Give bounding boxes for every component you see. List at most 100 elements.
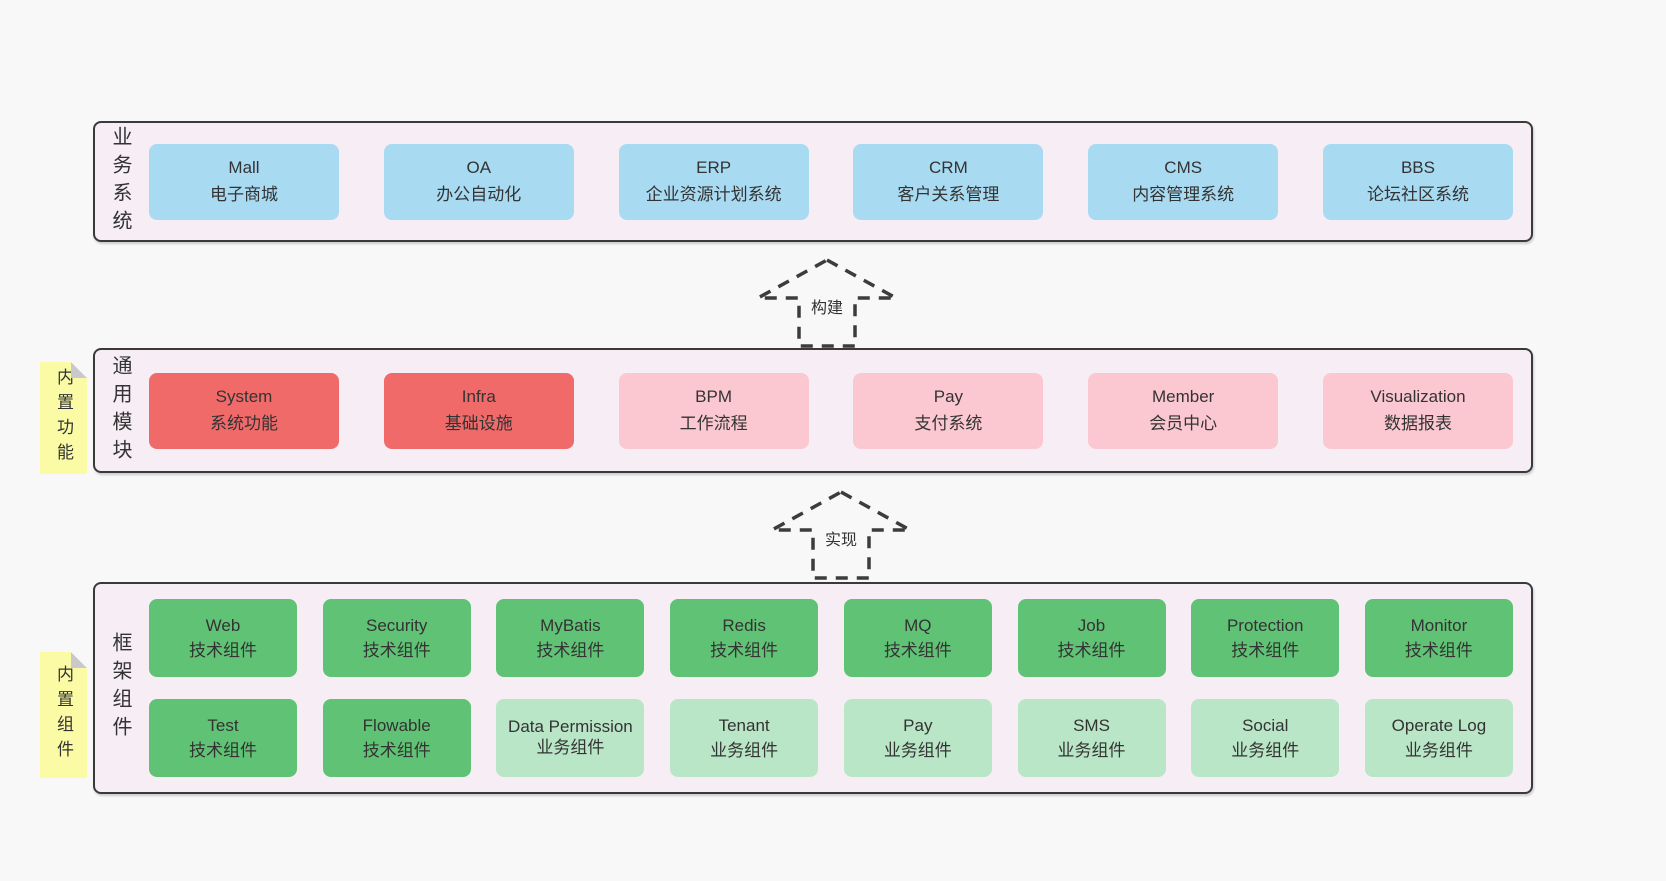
box-title: Tenant — [718, 715, 770, 735]
box-erp: ERP 企业资源计划系统 — [618, 143, 809, 220]
box-job: Job 技术组件 — [1017, 599, 1166, 677]
box-title: SMS — [1073, 715, 1110, 735]
arrow-implement-label: 实现 — [821, 525, 861, 551]
box-subtitle: 论坛社区系统 — [1366, 184, 1469, 204]
box-subtitle: 业务组件 — [536, 738, 605, 757]
box-title: System — [215, 387, 273, 407]
box-pay-biz: Pay 业务组件 — [843, 699, 992, 777]
box-title: Mall — [228, 158, 260, 178]
arrow-implement: 实现 — [766, 489, 916, 581]
layer-framework-components: 框架组件 Web 技术组件 Security 技术组件 MyBatis 技术组件… — [93, 582, 1533, 794]
box-subtitle: 会员中心 — [1149, 413, 1218, 433]
box-title: OA — [466, 158, 492, 178]
arrow-up-icon — [771, 490, 911, 580]
sticky-note-text: 内置功能 — [54, 368, 73, 468]
sticky-note-text: 内置组件 — [54, 665, 73, 765]
box-subtitle: 基础设施 — [444, 413, 513, 433]
box-mybatis: MyBatis 技术组件 — [496, 599, 645, 677]
box-subtitle: 内容管理系统 — [1132, 184, 1235, 204]
box-protection: Protection 技术组件 — [1191, 599, 1340, 677]
box-title: Flowable — [362, 715, 431, 735]
layer-common-modules: 通用模块 System 系统功能 Infra 基础设施 BPM 工作流程 Pay… — [93, 348, 1533, 473]
box-social: Social 业务组件 — [1191, 699, 1340, 777]
box-sms: SMS 业务组件 — [1017, 699, 1166, 777]
box-bbs: BBS 论坛社区系统 — [1322, 143, 1513, 220]
box-subtitle: 业务组件 — [710, 741, 779, 760]
sticky-note-built-in-features: 内置功能 — [40, 362, 87, 474]
box-subtitle: 技术组件 — [189, 641, 257, 660]
layer-label-text: 通用模块 — [109, 354, 131, 467]
box-system: System 系统功能 — [149, 372, 339, 449]
box-subtitle: 技术组件 — [1404, 641, 1473, 660]
box-security: Security 技术组件 — [322, 599, 471, 677]
box-subtitle: 技术组件 — [362, 641, 431, 660]
framework-components-rows: Web 技术组件 Security 技术组件 MyBatis 技术组件 Redi… — [145, 584, 1531, 792]
box-monitor: Monitor 技术组件 — [1364, 599, 1513, 677]
box-visualization: Visualization 数据报表 — [1322, 372, 1513, 449]
framework-components-row-1: Web 技术组件 Security 技术组件 MyBatis 技术组件 Redi… — [149, 599, 1513, 677]
box-title: MQ — [904, 615, 932, 635]
layer-label-business-systems: 业务系统 — [95, 123, 145, 240]
box-subtitle: 业务组件 — [1057, 741, 1126, 760]
box-title: Redis — [722, 615, 766, 635]
box-title: Pay — [903, 715, 933, 735]
box-subtitle: 企业资源计划系统 — [645, 184, 782, 204]
box-title: BPM — [695, 387, 733, 407]
box-title: CMS — [1164, 158, 1203, 178]
box-title: Operate Log — [1391, 715, 1487, 735]
box-subtitle: 系统功能 — [210, 413, 278, 433]
layer-business-systems: 业务系统 Mall 电子商城 OA 办公自动化 ERP 企业资源计划系统 CRM… — [93, 121, 1533, 242]
box-redis: Redis 技术组件 — [670, 599, 819, 677]
box-flowable: Flowable 技术组件 — [322, 699, 471, 777]
layer-label-text: 业务系统 — [109, 125, 131, 238]
box-subtitle: 支付系统 — [914, 413, 983, 433]
box-subtitle: 数据报表 — [1383, 413, 1452, 433]
arrow-up-icon — [757, 258, 897, 348]
box-title: Social — [1242, 715, 1289, 735]
box-cms: CMS 内容管理系统 — [1088, 143, 1279, 220]
box-crm: CRM 客户关系管理 — [853, 143, 1044, 220]
box-infra: Infra 基础设施 — [383, 372, 574, 449]
box-oa: OA 办公自动化 — [383, 143, 574, 220]
box-subtitle: 技术组件 — [710, 641, 779, 660]
box-title: Pay — [933, 387, 964, 407]
box-mall: Mall 电子商城 — [149, 143, 339, 220]
box-subtitle: 业务组件 — [1231, 741, 1300, 760]
box-bpm: BPM 工作流程 — [618, 372, 809, 449]
box-test: Test 技术组件 — [149, 699, 297, 777]
layer-label-text: 框架组件 — [109, 632, 131, 744]
box-title: Monitor — [1410, 615, 1468, 635]
box-member: Member 会员中心 — [1088, 372, 1279, 449]
box-subtitle: 电子商城 — [210, 184, 278, 204]
arrow-build-label: 构建 — [807, 293, 847, 319]
box-subtitle: 技术组件 — [1057, 641, 1126, 660]
box-subtitle: 客户关系管理 — [897, 184, 1000, 204]
box-title: Security — [365, 615, 428, 635]
box-subtitle: 业务组件 — [1404, 741, 1473, 760]
box-mq: MQ 技术组件 — [843, 599, 992, 677]
sticky-note-built-in-components: 内置组件 — [40, 652, 87, 778]
box-operate-log: Operate Log 业务组件 — [1364, 699, 1513, 777]
box-subtitle: 技术组件 — [536, 641, 605, 660]
arrow-build: 构建 — [752, 257, 902, 349]
box-title: CRM — [929, 158, 968, 178]
layer-label-framework-components: 框架组件 — [95, 584, 145, 792]
box-subtitle: 办公自动化 — [436, 184, 522, 204]
box-title: Infra — [461, 387, 496, 407]
box-subtitle: 工作流程 — [679, 413, 748, 433]
framework-components-row-2: Test 技术组件 Flowable 技术组件 Data Permission … — [149, 699, 1513, 777]
box-subtitle: 技术组件 — [1231, 641, 1300, 660]
business-systems-boxes: Mall 电子商城 OA 办公自动化 ERP 企业资源计划系统 CRM 客户关系… — [145, 123, 1531, 240]
box-subtitle: 业务组件 — [883, 741, 952, 760]
box-title: Job — [1077, 615, 1106, 635]
box-title: Data Permission — [508, 717, 633, 737]
box-subtitle: 技术组件 — [189, 741, 257, 760]
box-title: BBS — [1400, 158, 1435, 178]
box-title: MyBatis — [540, 615, 601, 635]
box-web: Web 技术组件 — [149, 599, 297, 677]
box-data-permission: Data Permission 业务组件 — [496, 699, 645, 777]
box-subtitle: 技术组件 — [883, 641, 952, 660]
box-title: Protection — [1226, 615, 1304, 635]
common-modules-boxes: System 系统功能 Infra 基础设施 BPM 工作流程 Pay 支付系统… — [145, 350, 1531, 471]
